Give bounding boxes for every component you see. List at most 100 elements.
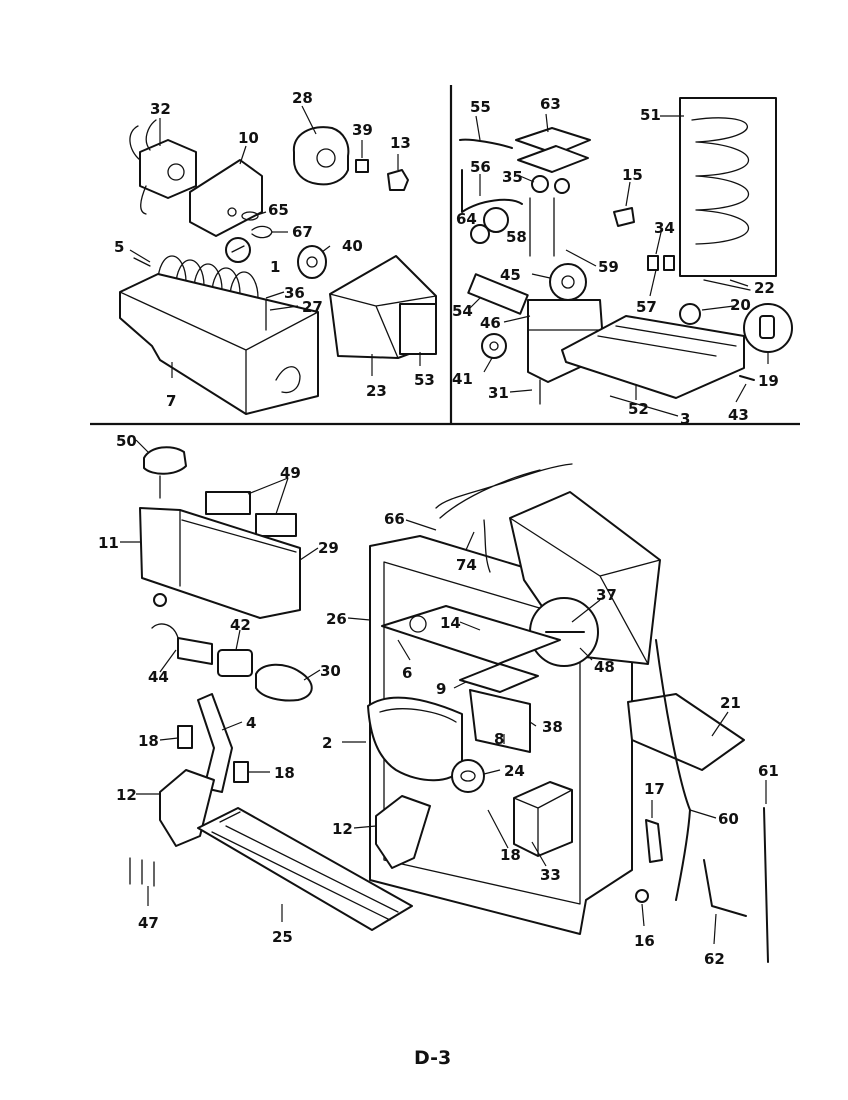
callout-17: 17 <box>644 780 665 798</box>
callout-34: 34 <box>654 219 675 237</box>
part-24-detail <box>451 759 485 793</box>
part-47-clips <box>129 857 155 887</box>
callout-labels: 32 28 39 13 10 65 67 40 1 5 36 27 7 23 5… <box>98 89 779 968</box>
callout-43: 43 <box>728 406 749 424</box>
callout-7: 7 <box>166 392 176 410</box>
callout-52: 52 <box>628 400 649 418</box>
callout-3: 3 <box>680 410 690 428</box>
part-34-22-20-connectors <box>647 255 751 325</box>
part-39-pin <box>355 159 369 173</box>
callout-47: 47 <box>138 914 159 932</box>
callout-48: 48 <box>594 658 615 676</box>
callout-49: 49 <box>280 464 301 482</box>
callout-15: 15 <box>622 166 643 184</box>
part-49-relays <box>205 491 297 537</box>
callout-31: 31 <box>488 384 509 402</box>
callout-6: 6 <box>402 664 412 682</box>
callout-62: 62 <box>704 950 725 968</box>
part-56-58-64-inlet <box>461 169 555 257</box>
part-12-pad-right <box>375 795 431 869</box>
part-66-74-harness <box>435 463 573 573</box>
callout-25: 25 <box>272 928 293 946</box>
callout-9: 9 <box>436 680 446 698</box>
part-61-rod <box>763 807 769 963</box>
callout-38: 38 <box>542 718 563 736</box>
part-13-clip <box>387 169 409 191</box>
callout-65: 65 <box>268 201 289 219</box>
callout-24: 24 <box>504 762 525 780</box>
callout-44: 44 <box>148 668 169 686</box>
callout-56: 56 <box>470 158 491 176</box>
part-55-tube <box>459 138 513 149</box>
callout-27: 27 <box>302 298 323 316</box>
part-17-16-fittings <box>635 819 663 903</box>
part-7-ice-bin <box>119 273 319 415</box>
callout-1: 1 <box>270 258 280 276</box>
part-6-14-plate <box>381 605 561 665</box>
callout-21: 21 <box>720 694 741 712</box>
part-63-valve <box>515 127 591 194</box>
part-25-grille <box>197 807 413 931</box>
callout-35: 35 <box>502 168 523 186</box>
part-65-67-40-1-hardware <box>225 211 327 279</box>
callout-42: 42 <box>230 616 251 634</box>
callout-18c: 18 <box>500 846 521 864</box>
callout-66: 66 <box>384 510 405 528</box>
callout-59: 59 <box>598 258 619 276</box>
callout-5: 5 <box>114 238 124 256</box>
section-dividers <box>90 85 800 426</box>
leader-lines <box>120 105 769 945</box>
callout-29: 29 <box>318 539 339 557</box>
part-45-54-46-31-housing <box>467 263 605 405</box>
part-15-clamp <box>613 207 635 227</box>
callout-41: 41 <box>452 370 473 388</box>
callout-36: 36 <box>284 284 305 302</box>
part-23-53-deflector <box>329 255 437 359</box>
callout-16: 16 <box>634 932 655 950</box>
page-number: D-3 <box>414 1047 451 1069</box>
callout-20: 20 <box>730 296 751 314</box>
callout-57: 57 <box>636 298 657 316</box>
part-11-29-bracket <box>139 507 301 619</box>
part-4-18-lever <box>177 693 249 793</box>
callout-28: 28 <box>292 89 313 107</box>
callout-30: 30 <box>320 662 341 680</box>
callout-12a: 12 <box>116 786 137 804</box>
part-44-42-30-lamp <box>151 623 313 702</box>
callout-18b: 18 <box>274 764 295 782</box>
callout-12b: 12 <box>332 820 353 838</box>
callout-54: 54 <box>452 302 473 320</box>
part-33-box <box>513 781 573 857</box>
part-32-motor <box>129 119 197 215</box>
callout-14: 14 <box>440 614 461 632</box>
callout-51: 51 <box>640 106 661 124</box>
callout-39: 39 <box>352 121 373 139</box>
callout-37: 37 <box>596 586 617 604</box>
callout-63: 63 <box>540 95 561 113</box>
callout-32: 32 <box>150 100 171 118</box>
callout-67: 67 <box>292 223 313 241</box>
part-37-ice-chute <box>509 491 661 665</box>
callout-2: 2 <box>322 734 332 752</box>
callout-64: 64 <box>456 210 477 228</box>
callout-53: 53 <box>414 371 435 389</box>
callout-33: 33 <box>540 866 561 884</box>
part-28-collar <box>292 126 350 186</box>
callout-18a: 18 <box>138 732 159 750</box>
callout-13: 13 <box>390 134 411 152</box>
callout-4: 4 <box>246 714 256 732</box>
callout-45: 45 <box>500 266 521 284</box>
callout-55: 55 <box>470 98 491 116</box>
part-19-switch <box>743 303 793 353</box>
part-50-switch <box>143 446 187 499</box>
part-12-pad-left <box>159 769 215 847</box>
callout-58: 58 <box>506 228 527 246</box>
part-9-38-8-bracket <box>459 663 539 753</box>
callout-8: 8 <box>494 730 504 748</box>
part-62-elbow <box>703 859 747 917</box>
part-60-tube <box>655 639 691 901</box>
callout-46: 46 <box>480 314 501 332</box>
callout-74: 74 <box>456 556 477 574</box>
callout-10: 10 <box>238 129 259 147</box>
